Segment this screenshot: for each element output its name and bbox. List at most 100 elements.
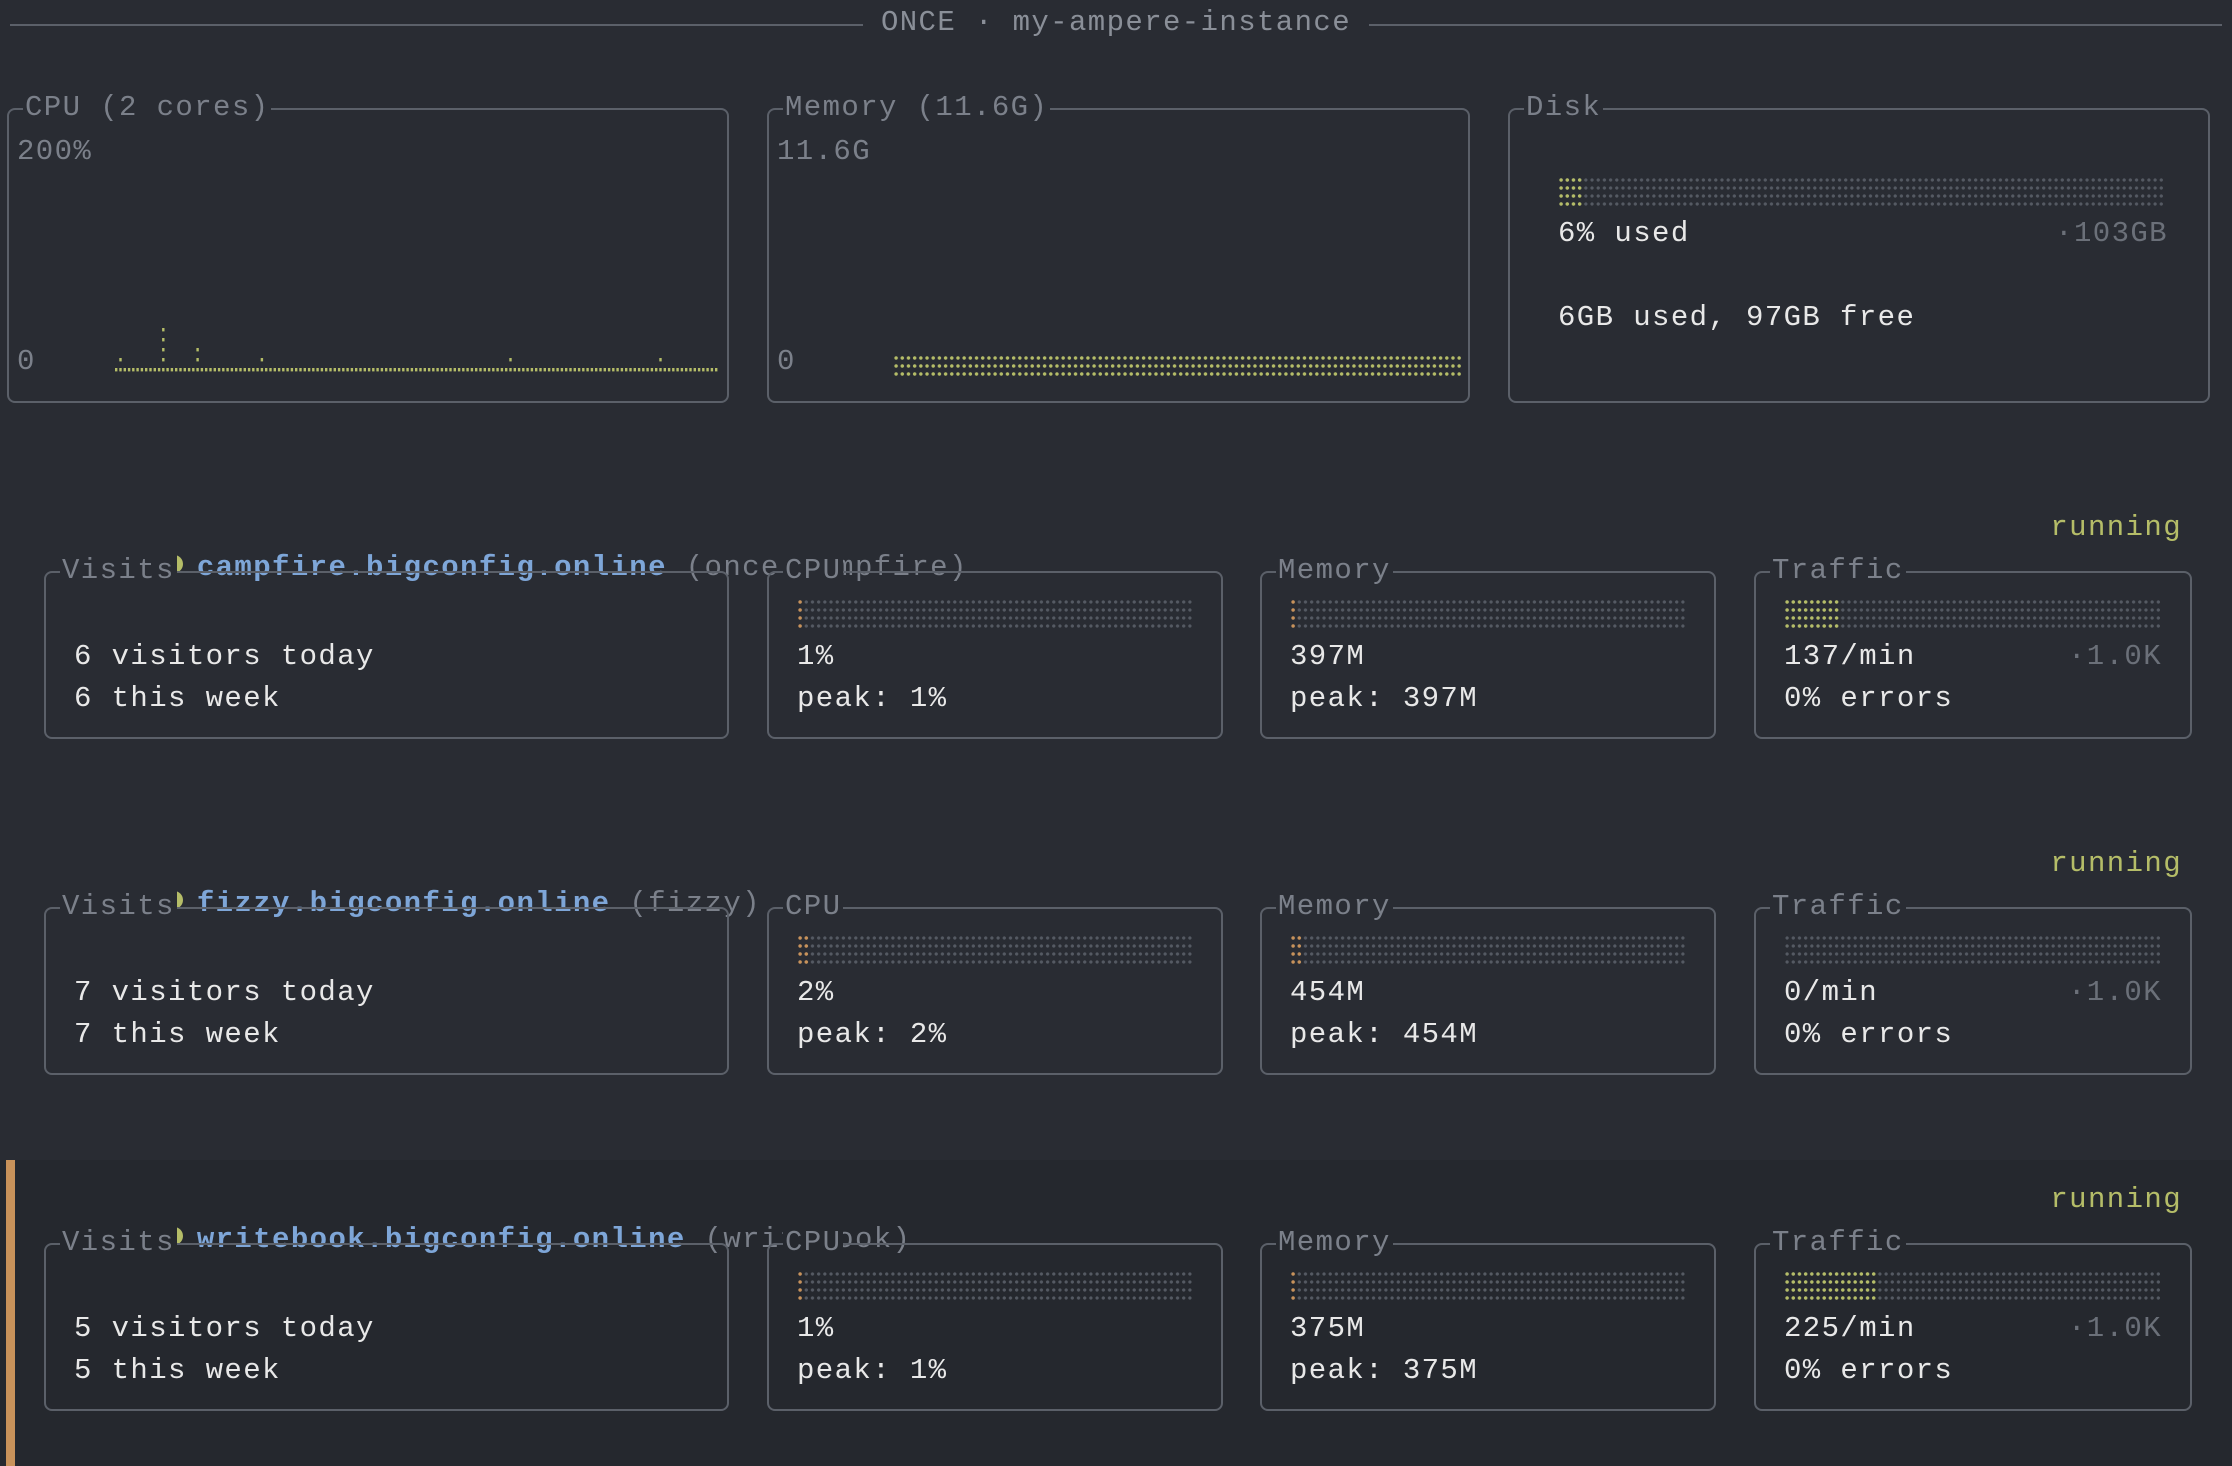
traffic-bar-fill: [1784, 1270, 1878, 1302]
cpu-history-point: [136, 368, 139, 372]
disk-panel-label: Disk: [1524, 88, 1604, 128]
cpu-history-point: [140, 368, 144, 372]
cpu-history-point: [333, 368, 336, 372]
cpu-history-point: [410, 368, 414, 372]
app-name: (fizzy): [629, 887, 761, 920]
cpu-history-point: [303, 368, 306, 372]
cpu-history-point: [650, 368, 654, 372]
cpu-history-point: [162, 368, 165, 372]
cpu-history-point: [445, 368, 448, 372]
cpu-history-point: [702, 368, 705, 372]
window-title: ONCE · my-ampere-instance: [0, 6, 2232, 39]
cpu-history-point: [196, 348, 199, 352]
cpu-history-point: [526, 368, 529, 372]
cpu-history-point: [569, 368, 572, 372]
cpu-history-point: [573, 368, 576, 372]
cpu-history-point: [367, 368, 371, 372]
cpu-history-point: [397, 368, 401, 372]
cpu-label: CPU: [783, 887, 844, 927]
visits-label: Visits: [60, 1223, 177, 1263]
cpu-history-point: [273, 368, 276, 372]
app-status: running: [2050, 1183, 2182, 1216]
cpu-history-point: [586, 368, 589, 372]
app-hostname[interactable]: campfire.bigconfig.online: [196, 551, 667, 584]
visitors-today: 5 visitors today: [74, 1312, 375, 1345]
app-status: running: [2050, 511, 2182, 544]
cpu-history-point: [436, 368, 439, 372]
app-status: running: [2050, 847, 2182, 880]
cpu-history-point: [243, 368, 246, 372]
cpu-bar: [797, 1270, 1193, 1302]
cpu-history-point: [196, 368, 199, 372]
visitors-week: 7 this week: [74, 1018, 281, 1051]
cpu-history-point: [355, 368, 358, 372]
traffic-panel: Traffic 225/min ·1.0K 0% errors: [1754, 1223, 2192, 1411]
cpu-history-point: [183, 368, 186, 372]
memory-usage-band: [893, 354, 1461, 378]
visits-panel: Visits 7 visitors today 7 this week: [44, 887, 729, 1075]
cpu-panel: CPU 1% peak: 1%: [767, 1223, 1223, 1411]
cpu-history-point: [145, 368, 148, 372]
cpu-history-point: [239, 368, 242, 372]
cpu-history-point: [277, 368, 281, 372]
cpu-label: CPU: [783, 1223, 844, 1263]
cpu-history-point: [196, 358, 199, 362]
traffic-panel: Traffic 137/min ·1.0K 0% errors: [1754, 551, 2192, 739]
memory-label: Memory: [1276, 887, 1393, 927]
memory-label: Memory: [1276, 1223, 1393, 1263]
cpu-history-point: [715, 368, 718, 372]
cpu-history-point: [200, 368, 204, 372]
cpu-history-point: [672, 368, 675, 372]
cpu-history-point: [629, 368, 632, 372]
cpu-history-point: [393, 368, 396, 372]
visitors-today: 6 visitors today: [74, 640, 375, 673]
app-hostname[interactable]: fizzy.bigconfig.online: [196, 887, 611, 920]
visits-label: Visits: [60, 551, 177, 591]
memory-bar: [1290, 934, 1686, 966]
cpu-history-point: [496, 368, 499, 372]
cpu-history-point: [402, 368, 405, 372]
visits-label: Visits: [60, 887, 177, 927]
cpu-history-point: [175, 368, 178, 372]
memory-panel: Memory 397M peak: 397M: [1260, 551, 1716, 739]
memory-value: 375M: [1290, 1312, 1366, 1345]
cpu-history-point: [466, 368, 469, 372]
cpu-history-point: [316, 368, 319, 372]
cpu-history-point: [265, 368, 268, 372]
visits-panel: Visits 5 visitors today 5 this week: [44, 1223, 729, 1411]
cpu-history-point: [166, 368, 169, 372]
cpu-value: 1%: [797, 1312, 835, 1345]
cpu-history-point: [226, 368, 229, 372]
memory-peak: peak: 375M: [1290, 1354, 1479, 1387]
cpu-history-point: [487, 368, 491, 372]
cpu-history-point: [389, 368, 392, 372]
title-text: ONCE · my-ampere-instance: [862, 6, 1370, 39]
cpu-history-point: [286, 368, 289, 372]
cpu-history-point: [312, 368, 315, 372]
cpu-history-point: [483, 368, 486, 372]
cpu-history-point: [697, 368, 701, 372]
cpu-history-point: [706, 368, 709, 372]
app-hostname[interactable]: writebook.bigconfig.online: [196, 1223, 686, 1256]
cpu-history-point: [149, 368, 152, 372]
cpu-label: CPU: [783, 551, 844, 591]
app-header[interactable]: fizzy.bigconfig.online (fizzy): [52, 844, 761, 964]
cpu-history-point: [363, 368, 366, 372]
cpu-history-point: [547, 368, 551, 372]
cpu-history-point: [423, 368, 426, 372]
cpu-history-point: [295, 368, 298, 372]
cpu-history-point: [380, 368, 384, 372]
cpu-history-point: [475, 368, 478, 372]
cpu-history-point: [556, 368, 559, 372]
cpu-history-point: [535, 368, 538, 372]
memory-peak: peak: 397M: [1290, 682, 1479, 715]
cpu-history-point: [290, 368, 294, 372]
cpu-history-point: [543, 368, 546, 372]
traffic-bar: [1784, 1270, 2162, 1302]
cpu-peak: peak: 2%: [797, 1018, 948, 1051]
cpu-history-point: [603, 368, 606, 372]
cpu-history-point: [162, 328, 165, 332]
memory-bar: [1290, 598, 1686, 630]
cpu-history-point: [432, 368, 435, 372]
cpu-bar-fill: [797, 598, 805, 630]
